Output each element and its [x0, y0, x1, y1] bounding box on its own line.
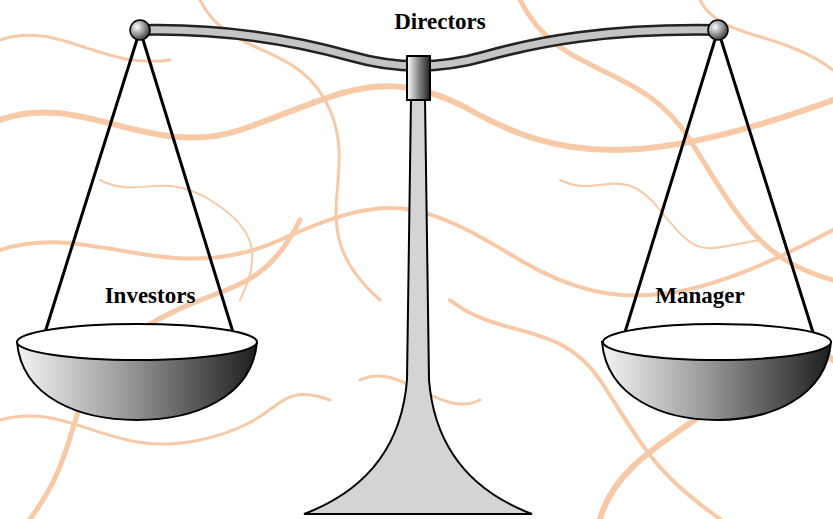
- pivot-block: [407, 56, 430, 100]
- scale-strings: [42, 30, 816, 342]
- scale-label: Directors: [394, 9, 486, 35]
- left-pan: [17, 324, 257, 420]
- scale-label: Manager: [655, 283, 744, 309]
- scale-pole: [304, 98, 532, 514]
- scale-label: Investors: [105, 283, 196, 309]
- right-pan: [602, 324, 831, 420]
